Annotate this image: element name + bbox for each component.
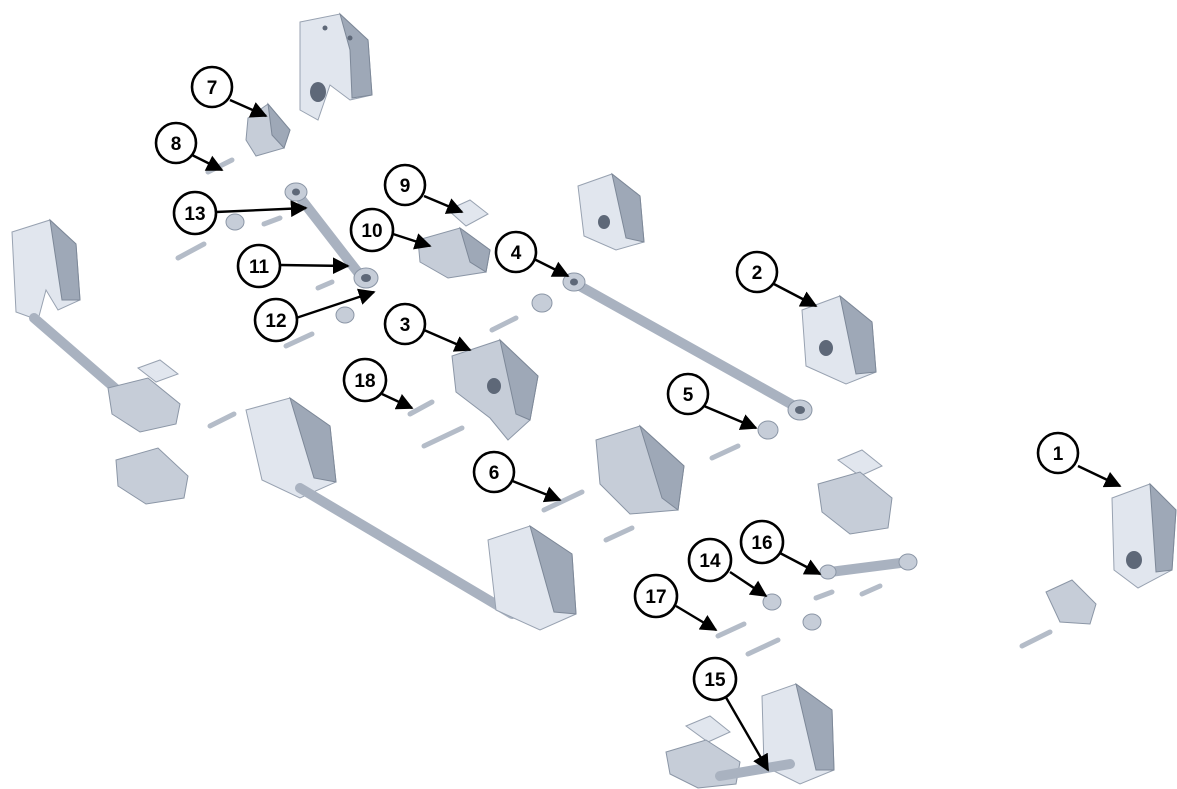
axle-center xyxy=(245,396,577,631)
callout-label: 16 xyxy=(751,533,772,554)
bushings-left xyxy=(175,213,355,349)
leader-3 xyxy=(423,328,472,352)
leader-2 xyxy=(771,281,818,308)
leader-18 xyxy=(381,392,414,410)
callout-label: 2 xyxy=(752,263,763,284)
callout-label: 9 xyxy=(400,176,411,197)
part-5-bushing xyxy=(709,420,779,461)
part-10-saddle xyxy=(417,226,491,279)
callout-15: 15 xyxy=(692,656,738,702)
part-3-bracket xyxy=(451,338,539,441)
leader-1 xyxy=(1077,464,1122,488)
callout-18: 18 xyxy=(342,357,388,403)
saddle-right xyxy=(817,449,893,535)
callout-12: 12 xyxy=(253,297,299,343)
callouts: 1 2 3 4 5 6 7 8 xyxy=(154,65,1080,702)
callout-label: 1 xyxy=(1053,444,1064,465)
part-18-bolt xyxy=(407,399,435,417)
part-17-bolt xyxy=(715,621,781,657)
callout-16: 16 xyxy=(739,519,785,565)
callout-label: 12 xyxy=(265,311,286,332)
leader-7 xyxy=(229,98,268,118)
part-14-bushing xyxy=(762,593,822,631)
leader-9 xyxy=(423,194,464,214)
callout-14: 14 xyxy=(687,537,733,583)
callout-5: 5 xyxy=(666,372,710,416)
callout-label: 11 xyxy=(249,257,270,278)
leader-14 xyxy=(729,571,768,597)
callout-17: 17 xyxy=(633,573,679,619)
callout-11: 11 xyxy=(236,243,282,289)
parts-illustration xyxy=(11,12,1177,789)
callout-label: 3 xyxy=(400,315,411,336)
leader-11 xyxy=(279,257,350,275)
part-4-torque-rod xyxy=(562,272,813,421)
callout-label: 14 xyxy=(699,551,721,572)
leader-4 xyxy=(533,257,570,278)
callout-label: 15 xyxy=(704,670,726,691)
callout-label: 6 xyxy=(489,463,500,484)
hanger-bracket-upper-right xyxy=(577,172,645,251)
callout-3: 3 xyxy=(383,302,427,346)
leader-10 xyxy=(392,232,432,250)
callout-7: 7 xyxy=(190,65,234,109)
leader-8 xyxy=(189,152,224,172)
callout-4: 4 xyxy=(494,230,538,274)
part-9-shim xyxy=(447,199,489,227)
callout-6: 6 xyxy=(472,450,516,494)
axle-assembly-left xyxy=(11,218,237,505)
callout-10: 10 xyxy=(349,207,395,253)
leader-15 xyxy=(722,693,770,772)
part-16-link xyxy=(813,553,918,601)
part-6-bolt xyxy=(421,425,585,513)
leader-13 xyxy=(215,200,308,218)
callout-label: 5 xyxy=(683,385,694,406)
leader-16 xyxy=(777,550,822,576)
part-15-assembly xyxy=(665,682,835,789)
part-1-hanger-bracket xyxy=(1019,482,1177,649)
leader-17 xyxy=(675,604,718,632)
callout-2: 2 xyxy=(735,250,779,294)
callout-label: 17 xyxy=(645,587,666,608)
part-2-hanger-bracket xyxy=(801,294,877,385)
leader-6 xyxy=(509,478,562,503)
callout-label: 13 xyxy=(184,204,205,225)
part-7-bracket xyxy=(245,102,291,157)
callout-1: 1 xyxy=(1036,431,1080,475)
callout-label: 18 xyxy=(354,371,375,392)
callout-13: 13 xyxy=(172,190,218,236)
hanger-bracket-top xyxy=(299,12,373,121)
leader-12 xyxy=(295,288,376,320)
leader-lines xyxy=(189,98,1122,772)
leader-5 xyxy=(703,404,758,430)
bushings-center xyxy=(489,293,553,333)
callout-8: 8 xyxy=(154,121,198,165)
callout-label: 4 xyxy=(511,243,522,264)
callout-label: 7 xyxy=(207,78,218,99)
callout-label: 10 xyxy=(361,221,382,242)
bracket-middle xyxy=(595,424,685,543)
callout-9: 9 xyxy=(383,163,427,207)
callout-label: 8 xyxy=(171,134,182,155)
